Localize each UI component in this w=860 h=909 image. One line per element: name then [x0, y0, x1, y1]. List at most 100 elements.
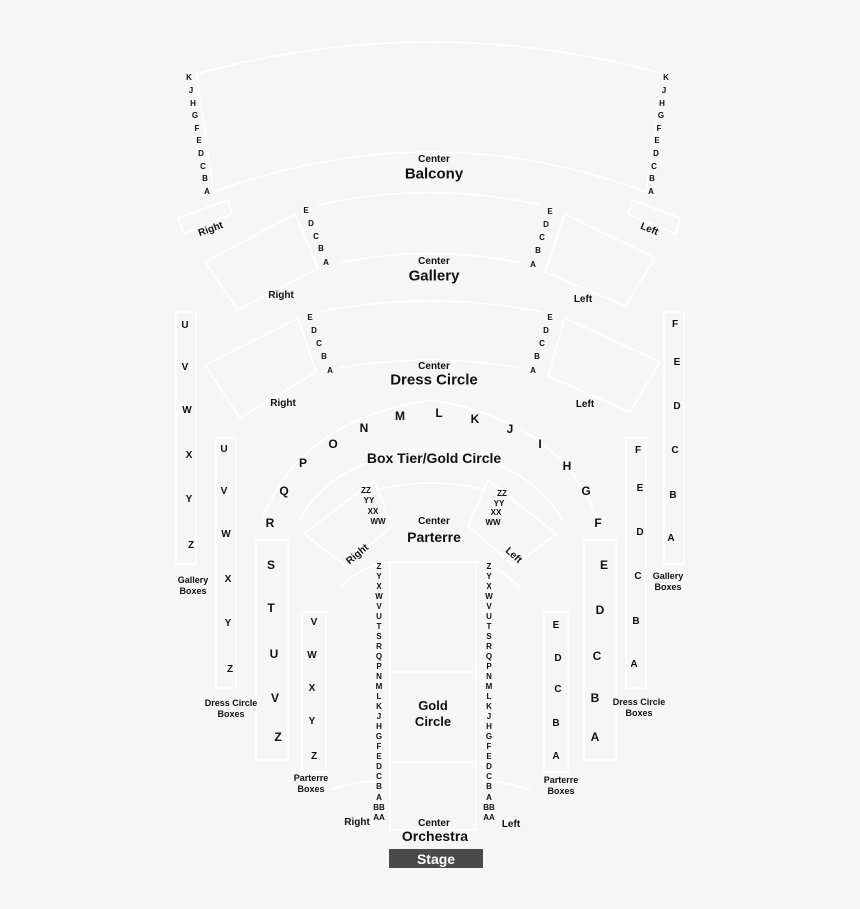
row-label[interactable]: E — [486, 752, 492, 761]
box-label[interactable]: C — [634, 571, 642, 582]
row-label[interactable]: J — [661, 86, 667, 95]
row-label[interactable]: P — [486, 662, 492, 671]
row-label[interactable]: A — [648, 187, 654, 196]
box-label[interactable]: W — [182, 405, 192, 416]
box-label[interactable]: B — [552, 718, 560, 729]
box-label[interactable]: H — [562, 459, 572, 473]
row-label[interactable]: XX — [490, 508, 502, 517]
row-label[interactable]: C — [651, 162, 657, 171]
row-label[interactable]: D — [543, 220, 549, 229]
row-label[interactable]: E — [654, 136, 660, 145]
box-label[interactable]: Q — [279, 484, 289, 498]
row-label[interactable]: F — [656, 124, 662, 133]
row-label[interactable]: B — [376, 782, 382, 791]
row-label[interactable]: Q — [375, 652, 383, 661]
row-label[interactable]: E — [196, 136, 202, 145]
row-label[interactable]: G — [485, 732, 493, 741]
row-label[interactable]: K — [486, 702, 492, 711]
box-label[interactable]: P — [298, 456, 308, 470]
row-label[interactable]: C — [313, 232, 319, 241]
box-label[interactable]: E — [552, 620, 560, 631]
section-gold-circle[interactable]: Gold Circle — [415, 698, 451, 731]
row-label[interactable]: E — [303, 206, 309, 215]
row-label[interactable]: G — [657, 111, 665, 120]
section-orchestra[interactable]: Orchestra — [401, 828, 469, 844]
box-label[interactable]: N — [359, 421, 369, 435]
section-gallery[interactable]: Gallery — [408, 267, 460, 285]
row-label[interactable]: V — [376, 602, 382, 611]
dress-circle-right-label[interactable]: Right — [270, 398, 296, 409]
row-label[interactable]: X — [486, 582, 492, 591]
box-label[interactable]: C — [671, 445, 679, 456]
row-label[interactable]: H — [486, 722, 492, 731]
box-label[interactable]: Z — [274, 730, 282, 744]
row-label[interactable]: F — [194, 124, 200, 133]
row-label[interactable]: M — [375, 682, 383, 691]
box-label[interactable]: Z — [226, 664, 234, 675]
row-label[interactable]: N — [376, 672, 382, 681]
row-label[interactable]: A — [376, 793, 382, 802]
box-label[interactable]: Z — [310, 751, 318, 762]
row-label[interactable]: D — [376, 762, 382, 771]
row-label[interactable]: Z — [486, 562, 492, 571]
row-label[interactable]: B — [318, 244, 324, 253]
box-label[interactable]: E — [673, 357, 681, 368]
box-label[interactable]: V — [220, 486, 228, 497]
row-label[interactable]: ZZ — [361, 486, 371, 495]
box-label[interactable]: J — [506, 422, 514, 436]
row-label[interactable]: BB — [373, 803, 385, 812]
row-label[interactable]: C — [376, 772, 382, 781]
row-label[interactable]: R — [376, 642, 382, 651]
section-dress-circle[interactable]: Dress Circle — [390, 371, 478, 389]
box-label[interactable]: U — [269, 647, 279, 661]
row-label[interactable]: E — [547, 313, 553, 322]
box-label[interactable]: B — [669, 490, 677, 501]
box-label[interactable]: D — [636, 527, 644, 538]
row-label[interactable]: B — [202, 174, 208, 183]
box-label[interactable]: V — [270, 691, 280, 705]
row-label[interactable]: Z — [376, 562, 382, 571]
box-label[interactable]: B — [590, 691, 600, 705]
box-label[interactable]: V — [310, 617, 318, 628]
row-label[interactable]: K — [186, 73, 192, 82]
row-label[interactable]: Q — [485, 652, 493, 661]
row-label[interactable]: B — [534, 352, 540, 361]
row-label[interactable]: WW — [485, 518, 501, 527]
box-label[interactable]: M — [395, 409, 405, 423]
box-label[interactable]: F — [594, 516, 602, 530]
orchestra-left-label[interactable]: Left — [501, 819, 521, 830]
dress-circle-left-label[interactable]: Left — [575, 399, 595, 410]
box-label[interactable]: D — [673, 401, 681, 412]
box-label[interactable]: X — [185, 450, 193, 461]
box-label[interactable]: W — [221, 529, 231, 540]
row-label[interactable]: C — [486, 772, 492, 781]
row-label[interactable]: H — [376, 722, 382, 731]
box-label[interactable]: U — [181, 320, 189, 331]
row-label[interactable]: D — [543, 326, 549, 335]
row-label[interactable]: B — [535, 246, 541, 255]
row-label[interactable]: T — [486, 622, 492, 631]
row-label[interactable]: E — [547, 207, 553, 216]
row-label[interactable]: G — [191, 111, 199, 120]
box-label[interactable]: Y — [224, 618, 232, 629]
row-label[interactable]: D — [486, 762, 492, 771]
row-label[interactable]: E — [376, 752, 382, 761]
row-label[interactable]: A — [530, 260, 536, 269]
row-label[interactable]: YY — [493, 499, 505, 508]
row-label[interactable]: W — [375, 592, 383, 601]
row-label[interactable]: D — [198, 149, 204, 158]
row-label[interactable]: B — [321, 352, 327, 361]
row-label[interactable]: L — [376, 692, 382, 701]
row-label[interactable]: S — [376, 632, 382, 641]
orchestra-right-label[interactable]: Right — [344, 817, 370, 828]
box-label[interactable]: X — [224, 574, 232, 585]
section-parterre[interactable]: Parterre — [407, 529, 461, 545]
box-label[interactable]: G — [581, 484, 591, 498]
row-label[interactable]: L — [486, 692, 492, 701]
row-label[interactable]: D — [653, 149, 659, 158]
row-label[interactable]: A — [327, 366, 333, 375]
box-label[interactable]: F — [671, 319, 679, 330]
row-label[interactable]: J — [188, 86, 194, 95]
box-label[interactable]: C — [554, 684, 562, 695]
row-label[interactable]: Y — [376, 572, 382, 581]
